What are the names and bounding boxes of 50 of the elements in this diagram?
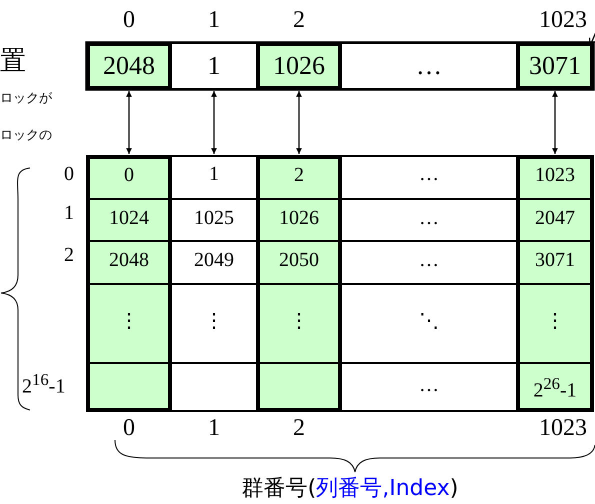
table-cell: 1024	[90, 198, 168, 240]
table-cell: ⋮	[260, 283, 338, 362]
heading-text: 置	[0, 48, 26, 74]
column-number: 1	[208, 8, 220, 32]
table-cell: ⋮	[520, 283, 590, 362]
column-number: 0	[123, 8, 135, 32]
memory-column	[342, 155, 516, 412]
memory-column	[256, 155, 342, 412]
column-number: 1023	[539, 416, 587, 440]
row-number: 1	[64, 203, 74, 223]
table-cell: 1026	[260, 198, 338, 240]
table-cell-text: 2	[293, 163, 305, 188]
row-number: 2	[64, 245, 74, 265]
table-cell: 2047	[520, 198, 590, 240]
memory-column	[86, 155, 172, 412]
double-arrow	[552, 91, 558, 154]
table-cell-text: 1	[208, 162, 220, 187]
column-number: 2	[293, 416, 305, 440]
note-text: ロックが	[0, 92, 52, 105]
table-cell-text: 0	[123, 163, 135, 188]
column-number: 1023	[539, 8, 587, 32]
column-number: 2	[293, 8, 305, 32]
slot-value: 1	[206, 50, 222, 82]
table-cell: 2050	[260, 240, 338, 283]
caption: 群番号(列番号,Index)	[242, 478, 458, 500]
cache-slot	[516, 42, 594, 90]
table-cell-text: 1023	[534, 163, 576, 188]
cache-slot	[256, 42, 342, 90]
table-cell: ⋮	[90, 283, 168, 362]
note-text: ロックの	[0, 129, 52, 142]
table-cell: 2$^{26}$-1	[520, 362, 590, 408]
double-arrow	[296, 91, 302, 154]
column-number: 1	[208, 416, 220, 440]
row-number: 0	[64, 164, 74, 184]
double-arrow	[126, 91, 132, 154]
slot-value: …	[415, 50, 443, 82]
memory-column	[172, 155, 256, 412]
column-number: 0	[123, 416, 135, 440]
row-number: 2$^{16}$-1	[22, 372, 66, 397]
slot-value: 1026	[272, 50, 326, 82]
cache-slot	[172, 42, 256, 90]
table-cell: 3071	[520, 240, 590, 283]
slot-value: 3071	[528, 50, 582, 82]
table-cell-text: …	[418, 162, 440, 187]
cache-slot	[86, 42, 172, 90]
slot-value: 2048	[102, 50, 156, 82]
double-arrow	[211, 91, 217, 154]
table-cell: 2048	[90, 240, 168, 283]
cache-slot	[342, 42, 516, 90]
memory-column	[516, 155, 594, 412]
